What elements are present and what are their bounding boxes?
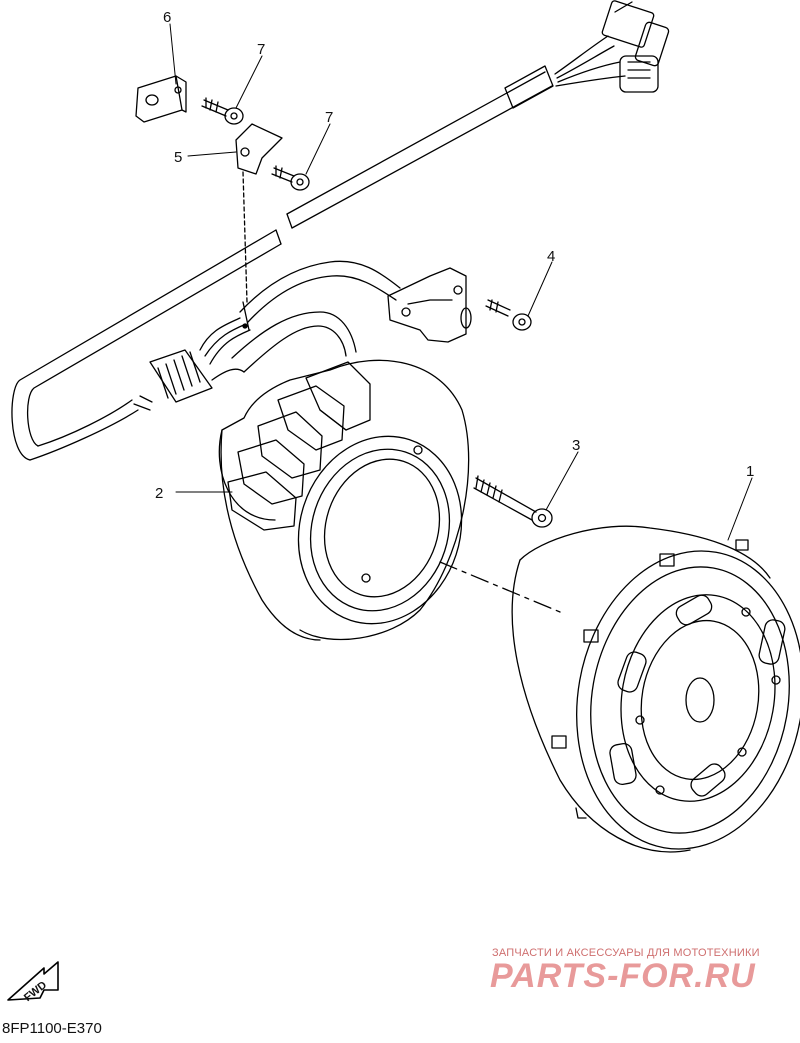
wire-harness [11,0,670,461]
bolt-7-upper [201,97,244,125]
watermark-brand: PARTS-FOR.RU [490,957,756,995]
clamp-4 [387,267,472,343]
callout-2: 2 [155,485,163,502]
callout-7-upper: 7 [257,41,265,58]
leader-lines [169,23,753,541]
callout-6: 6 [163,9,171,26]
stator-2 [218,359,470,641]
bolt-7-lower [271,165,310,191]
fwd-label: FWD [22,979,49,1004]
drawing-code: 8FP1100-E370 [2,1020,102,1037]
plate-5 [235,123,283,175]
callout-7-lower: 7 [325,109,333,126]
fwd-arrow: FWD [7,961,59,1004]
callout-4: 4 [547,248,555,265]
bolt-4 [485,299,532,331]
callout-5: 5 [174,149,182,166]
rotor-1 [511,525,800,853]
watermark-tagline: ЗАПЧАСТИ И АКСЕССУАРЫ ДЛЯ МОТОТЕХНИКИ [492,947,760,959]
bolt-3 [473,475,553,528]
bracket-6 [135,75,187,123]
axis-line [439,561,561,613]
callout-1: 1 [746,463,754,480]
callout-3: 3 [572,437,580,454]
